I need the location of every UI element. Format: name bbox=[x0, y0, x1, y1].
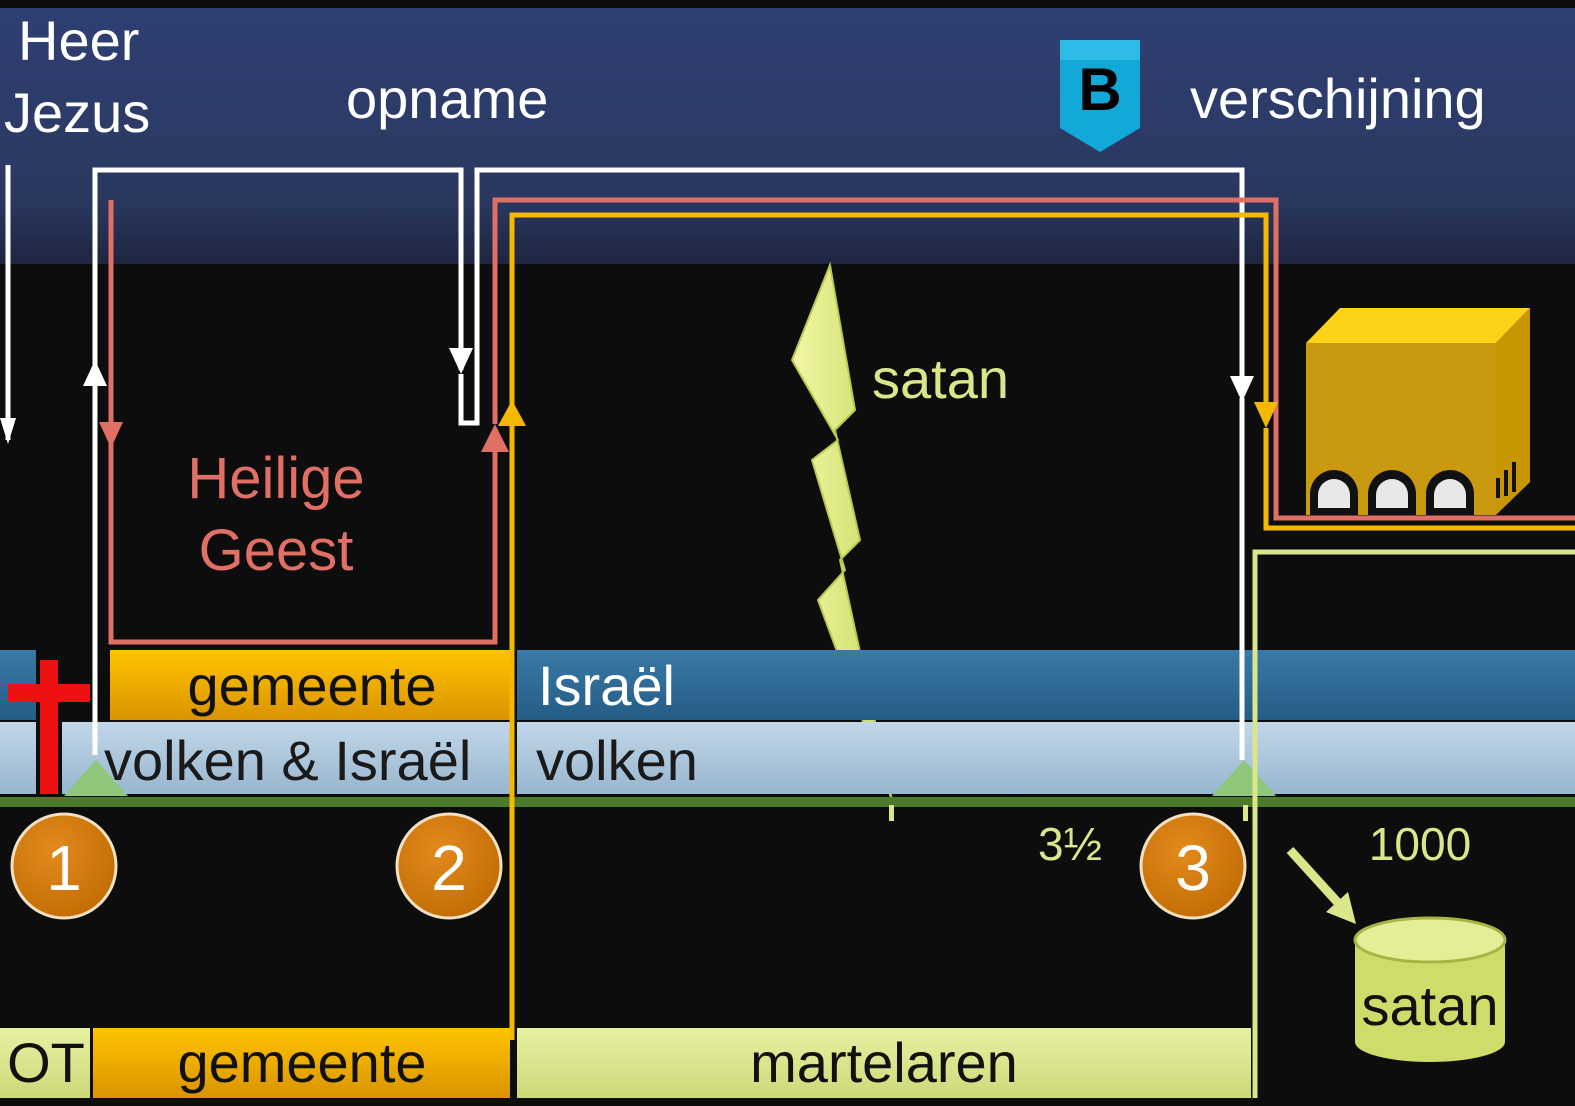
heer-label: Heer bbox=[18, 9, 139, 72]
pit-cylinder-icon bbox=[1353, 916, 1507, 1062]
half-week-label: 3½ bbox=[1038, 818, 1102, 870]
satan-bound-line bbox=[1252, 549, 1575, 1098]
timeline-tick bbox=[889, 805, 894, 821]
martelaren-label: martelaren bbox=[750, 1031, 1018, 1094]
israel-band bbox=[517, 650, 1575, 720]
spirit-return-line bbox=[492, 197, 1575, 521]
arrowhead-icon bbox=[1254, 402, 1278, 428]
arrow-down-right-icon bbox=[1286, 846, 1356, 924]
timeline-tick bbox=[1243, 805, 1248, 821]
israel-band-label: Israël bbox=[538, 654, 675, 717]
arrowhead-icon bbox=[99, 422, 123, 448]
marker-3: 3 bbox=[1139, 812, 1247, 920]
gemeente-band-label: gemeente bbox=[187, 654, 436, 717]
bottom-gemeente-band bbox=[93, 1028, 510, 1098]
ot-label: OT bbox=[7, 1031, 85, 1094]
marker-2: 2 bbox=[395, 812, 503, 920]
volken-israel-label: volken & Israël bbox=[104, 729, 471, 792]
ot-band bbox=[0, 1028, 90, 1098]
marker-1: 1 bbox=[10, 812, 118, 920]
marker-1-label: 1 bbox=[46, 832, 82, 904]
mountain-icon bbox=[64, 760, 128, 796]
arrowhead-icon bbox=[1230, 376, 1254, 402]
verschijning-label: verschijning bbox=[1190, 67, 1486, 130]
bottom-gemeente-label: gemeente bbox=[177, 1031, 426, 1094]
church-reign-line bbox=[1263, 428, 1575, 531]
header-band bbox=[0, 8, 1575, 264]
gemeente-band bbox=[110, 650, 514, 720]
martelaren-band bbox=[517, 1028, 1251, 1098]
jesus-ascension-line bbox=[92, 167, 464, 755]
cross-icon bbox=[8, 660, 90, 794]
spirit-label-line2: Geest bbox=[199, 518, 354, 583]
temple-icon bbox=[1306, 308, 1530, 515]
volken-label: volken bbox=[536, 729, 698, 792]
rapture-line bbox=[458, 167, 1245, 426]
marker-3-label: 3 bbox=[1175, 832, 1211, 904]
opname-label: opname bbox=[346, 67, 548, 130]
arrowhead-icon bbox=[449, 348, 473, 374]
volken-band bbox=[517, 722, 1575, 794]
timeline-axis bbox=[0, 797, 1575, 807]
pit-satan-label: satan bbox=[1362, 974, 1499, 1037]
spirit-line bbox=[108, 200, 498, 645]
arrowhead-icon bbox=[0, 418, 16, 444]
b-badge-icon: B bbox=[1060, 40, 1140, 152]
volken-band-start bbox=[0, 722, 36, 794]
spirit-label-line1: Heilige bbox=[187, 446, 364, 511]
jezus-label: Jezus bbox=[4, 81, 150, 144]
marker-2-label: 2 bbox=[431, 832, 467, 904]
mountain-icon bbox=[1212, 760, 1276, 796]
church-line bbox=[509, 212, 1269, 1040]
thousand-years-label: 1000 bbox=[1369, 818, 1471, 870]
arrowhead-icon bbox=[498, 400, 526, 426]
b-badge-label: B bbox=[1078, 56, 1121, 123]
satan-label: satan bbox=[872, 347, 1009, 410]
arrowhead-icon bbox=[83, 360, 107, 386]
volken-israel-band bbox=[62, 722, 514, 794]
arrowhead-icon bbox=[481, 424, 509, 452]
